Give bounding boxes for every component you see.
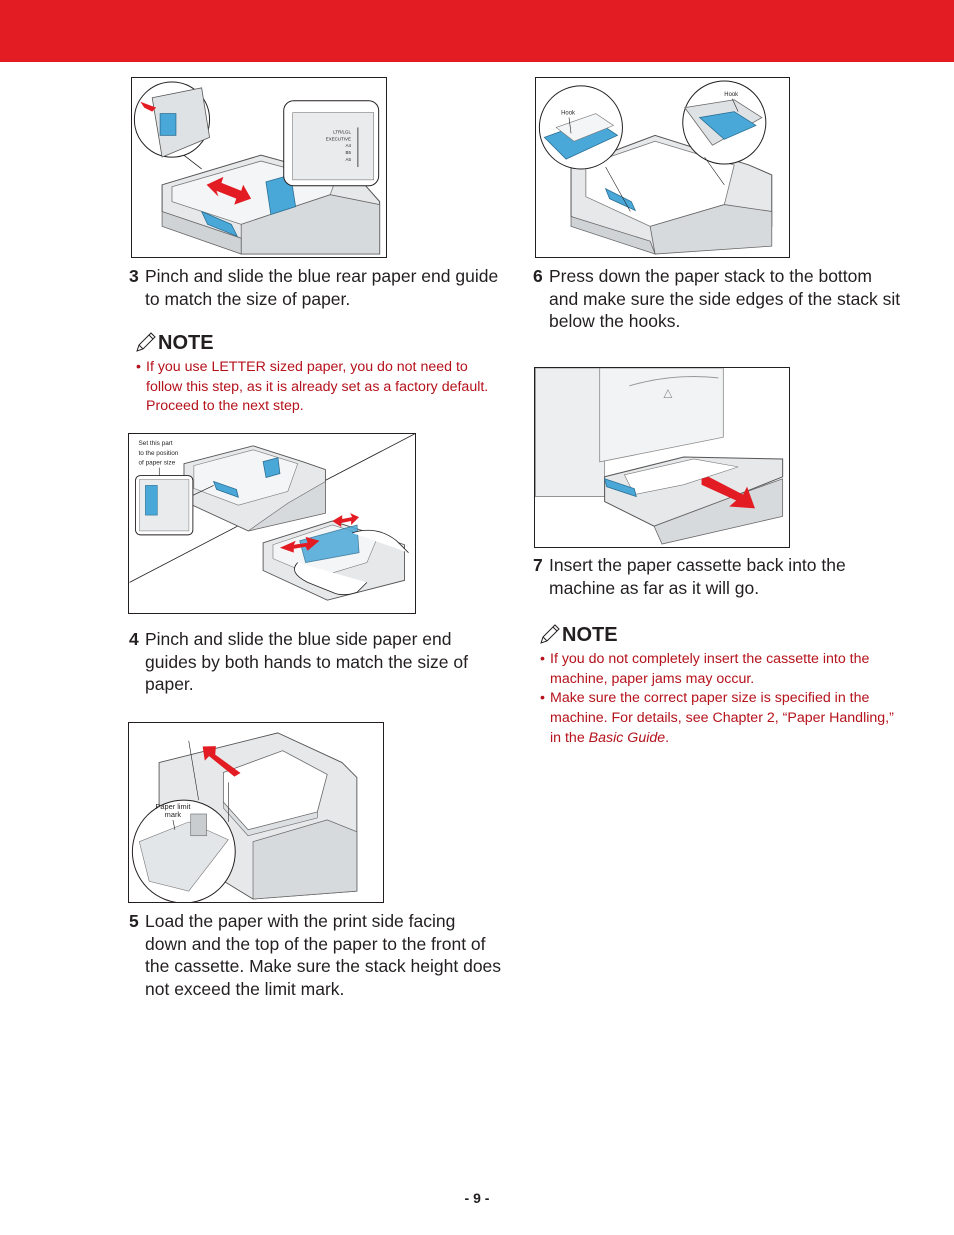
page-number: - 9 - <box>464 1190 490 1206</box>
step-line: not exceed the limit mark. <box>145 978 345 999</box>
step-instruction: Insert the paper cassette back into the … <box>549 554 923 599</box>
note-header: NOTE <box>134 330 514 356</box>
step-number: 3 <box>129 266 139 286</box>
step-line: machine as far as it will go. <box>549 577 760 598</box>
note-header: NOTE <box>538 622 928 648</box>
illustration-hooks: Hook Hook <box>538 80 773 255</box>
illustration-paper-limit: Paper limit mark <box>131 732 358 902</box>
note-line: follow this step, as it is already set a… <box>146 378 489 395</box>
note-line: in the Basic Guide. <box>550 729 670 746</box>
note-line: If you do not completely insert the cass… <box>550 651 870 667</box>
step-line: paper. <box>145 674 194 695</box>
note-title: NOTE <box>562 624 618 646</box>
fig5-label-line2: mark <box>165 810 182 819</box>
note-line: Proceed to the next step. <box>146 398 304 415</box>
callout-size-5: A5 <box>346 157 352 162</box>
illustration-side-guides: Set this part to the position of paper s… <box>129 434 415 601</box>
fig5-label-line1: Paper limit <box>155 802 190 811</box>
step-line: Load the paper with the print side facin… <box>145 911 456 931</box>
note-item: • If you do not completely insert the ca… <box>538 650 928 689</box>
callout-size-1: LTR/LGL <box>333 129 351 134</box>
step-number: 4 <box>129 629 139 649</box>
step-line: Press down the paper stack to the bottom <box>549 266 872 286</box>
step-line: Insert the paper cassette back into the <box>549 555 846 575</box>
hook-label-left: Hook <box>561 111 575 117</box>
note-letter-size: NOTE • If you use LETTER sized paper, yo… <box>134 330 514 417</box>
step-line: below the hooks. <box>549 311 681 332</box>
note-line: machine, paper jams may occur. <box>550 670 755 687</box>
note-item: • If you use LETTER sized paper, you do … <box>134 358 514 417</box>
header-bar <box>0 0 954 62</box>
illustration-insert-cassette <box>535 368 784 545</box>
step-instruction: Pinch and slide the blue rear paper end … <box>145 265 509 310</box>
step-line: to match the size of paper. <box>145 288 351 309</box>
basic-guide-reference: Basic Guide <box>588 729 666 746</box>
figure-step-7 <box>534 367 790 548</box>
pencil-icon <box>134 330 158 354</box>
fig4-label-line2: to the position <box>138 450 178 457</box>
step-number: 6 <box>533 266 543 286</box>
step-number: 5 <box>129 911 139 931</box>
hook-label-right: Hook <box>724 92 738 98</box>
step-line: the cassette. Make sure the stack height… <box>145 956 502 977</box>
step-instruction: Pinch and slide the blue side paper end … <box>145 628 509 696</box>
step-instruction: Load the paper with the print side facin… <box>145 910 509 1000</box>
step-line: Pinch and slide the blue side paper end <box>145 629 452 649</box>
fig4-label-line1: Set this part <box>138 440 172 447</box>
note-title: NOTE <box>158 332 214 354</box>
figure-step-5: Paper limit mark <box>128 722 384 903</box>
note-line: Make sure the correct paper size is spec… <box>550 690 870 707</box>
step-line: down and the top of the paper to the fro… <box>145 933 486 954</box>
note-cassette-insertion: NOTE • If you do not completely insert t… <box>538 622 928 749</box>
callout-size-3: A4 <box>346 143 352 148</box>
note-line: machine. For details, see Chapter 2, “Pa… <box>550 710 894 727</box>
pencil-icon <box>538 622 562 646</box>
fig4-label-line3: of paper size <box>138 460 175 467</box>
step-instruction: Press down the paper stack to the bottom… <box>549 265 923 333</box>
figure-step-6: Hook Hook <box>535 77 790 258</box>
note-item: • Make sure the correct paper size is sp… <box>538 689 928 748</box>
note-line: If you use LETTER sized paper, you do no… <box>146 359 468 375</box>
illustration-rear-guide: LTR/LGL EXECUTIVE A4 B5 A5 <box>133 81 381 255</box>
step-line: guides by both hands to match the size o… <box>145 651 468 672</box>
step-line: and make sure the side edges of the stac… <box>549 288 901 309</box>
figure-step-3: LTR/LGL EXECUTIVE A4 B5 A5 <box>131 77 387 258</box>
callout-size-4: B5 <box>346 150 352 155</box>
step-number: 7 <box>533 555 543 575</box>
step-line: Pinch and slide the blue rear paper end … <box>145 266 499 286</box>
callout-size-2: EXECUTIVE <box>326 136 351 141</box>
figure-step-4: Set this part to the position of paper s… <box>128 433 416 614</box>
